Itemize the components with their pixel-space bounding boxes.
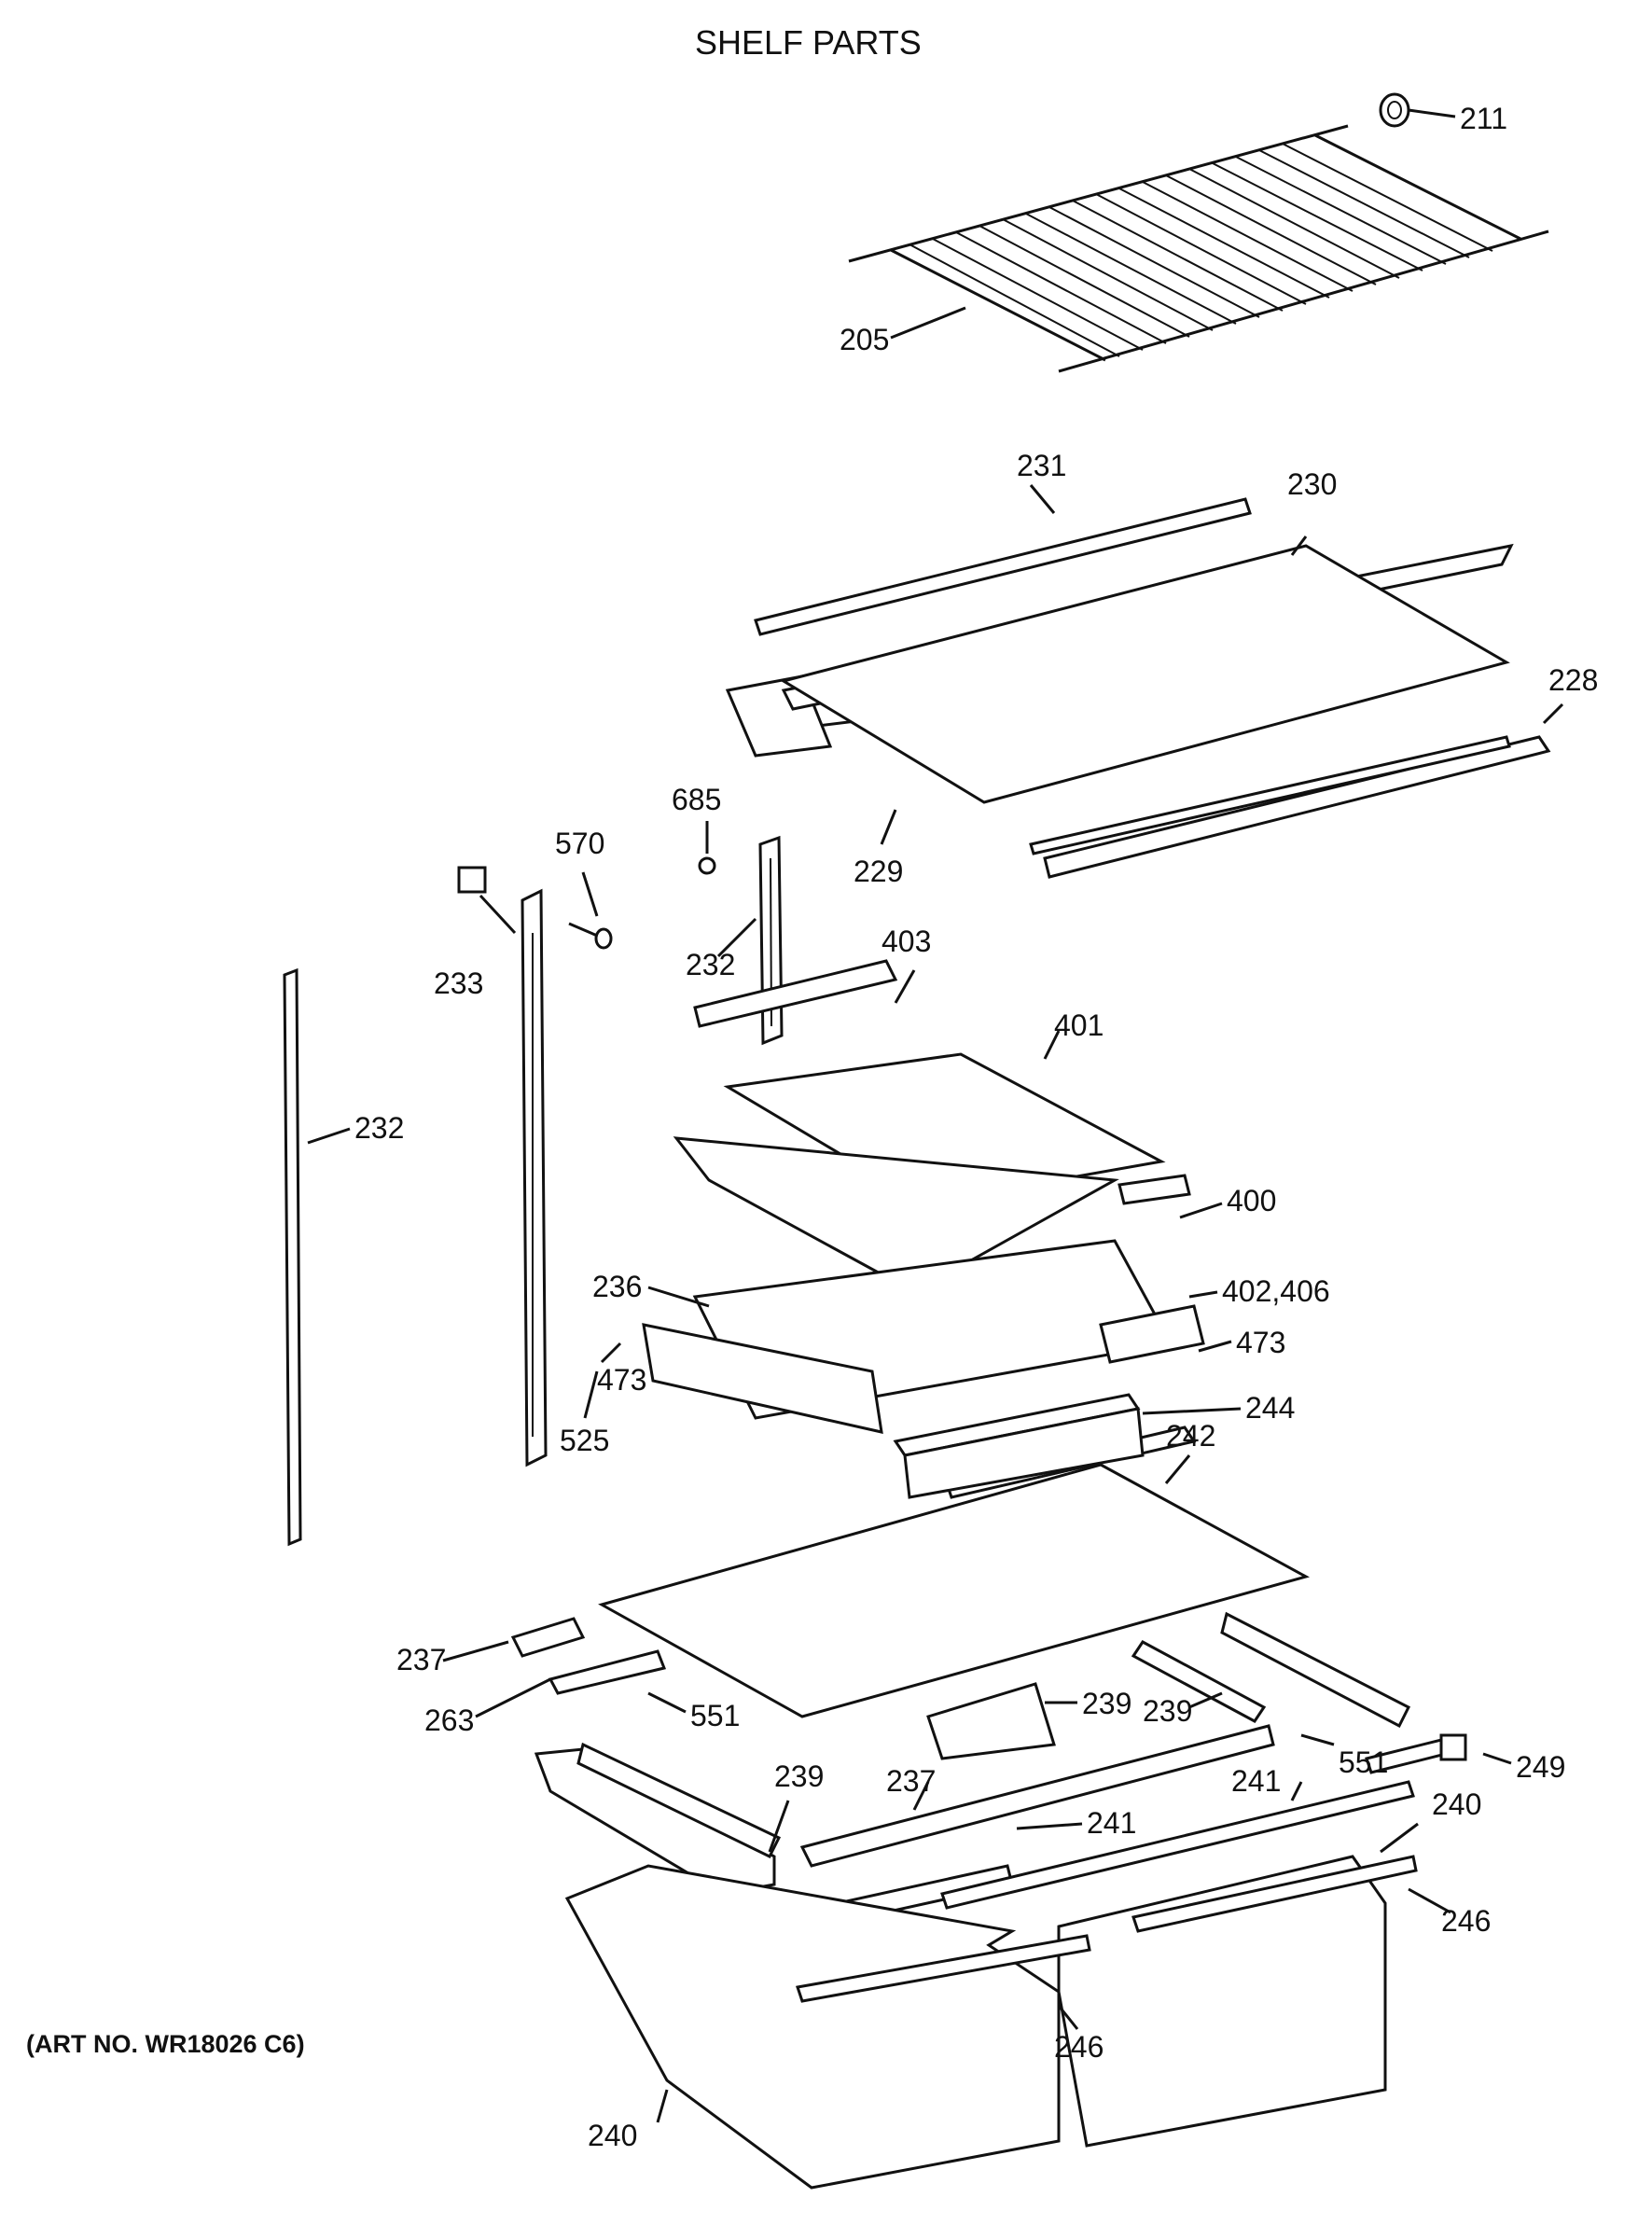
callout-230: 230 [1287,467,1337,501]
callout-473-left: 473 [597,1363,646,1397]
small-glass-shelf [673,959,1191,1294]
screw-small-part [698,856,716,875]
callout-402-406: 402,406 [1222,1274,1330,1308]
callout-249: 249 [1516,1750,1565,1784]
callout-211: 211 [1460,102,1507,135]
callout-240-lower: 240 [588,2119,637,2152]
callout-236: 236 [592,1270,642,1303]
callout-205: 205 [840,323,889,356]
callout-241-center: 241 [1087,1806,1136,1840]
callout-239-right: 239 [1143,1694,1192,1728]
callout-570: 570 [555,827,604,860]
crisper-drawers [564,1855,1418,2190]
callout-401: 401 [1054,1008,1104,1042]
callout-labels: 211 205 231 230 228 229 685 570 233 232 … [354,102,1598,2152]
shelf-standard-long [283,967,302,1547]
bracket-clip-part [457,866,487,894]
leader-lines [307,108,1564,2123]
crisper-cover-frame [642,1239,1205,1499]
callout-400: 400 [1227,1184,1276,1217]
callout-239-center: 239 [1082,1687,1131,1720]
large-glass-shelf [598,1463,1310,1718]
callout-231: 231 [1017,449,1066,482]
callout-229: 229 [854,855,903,888]
callout-244: 244 [1245,1391,1295,1425]
shelf-standard-mid [521,888,548,1467]
callout-240-right: 240 [1432,1787,1481,1821]
shelf-brackets [510,1611,1467,1938]
callout-246-right: 246 [1441,1904,1491,1938]
callout-228: 228 [1548,663,1598,697]
callout-246-lower: 246 [1054,2030,1104,2064]
callout-232-upper: 232 [686,948,735,981]
callout-473-right: 473 [1236,1326,1285,1359]
callout-232-lower: 232 [354,1111,404,1145]
callout-241-right: 241 [1231,1764,1281,1798]
callout-239-left: 239 [774,1759,824,1793]
callout-237-center: 237 [886,1764,936,1798]
glass-shelf-assembly [725,497,1551,879]
screw-part [568,922,613,950]
callout-237-left: 237 [396,1643,446,1676]
wire-shelf [848,124,1549,373]
callout-403: 403 [882,925,931,958]
callout-685: 685 [672,783,721,816]
callout-263: 263 [424,1704,474,1737]
shelf-stop-part [1379,92,1410,128]
diagram-title: SHELF PARTS [695,23,922,62]
callout-242: 242 [1166,1419,1215,1453]
art-number: (ART NO. WR18026 C6) [26,2030,305,2058]
callout-233: 233 [434,967,483,1000]
callout-525: 525 [560,1424,609,1457]
callout-551-left: 551 [690,1699,740,1732]
callout-551-right: 551 [1339,1745,1388,1779]
